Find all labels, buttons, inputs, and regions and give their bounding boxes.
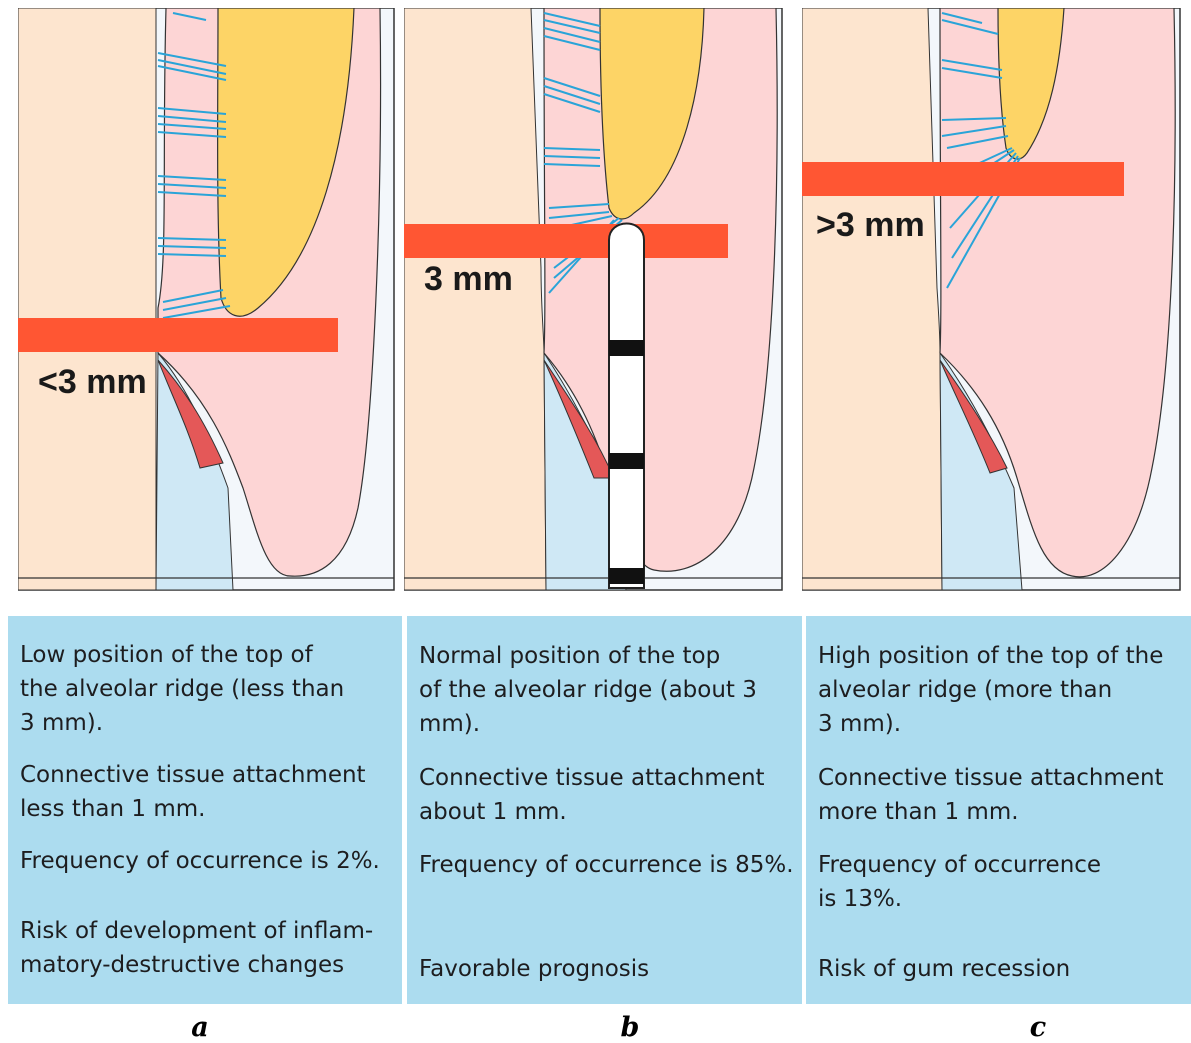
alveolar-bone bbox=[404, 8, 546, 590]
panel-label-a: a bbox=[170, 1012, 230, 1043]
description-position: Normal position of the top of the alveol… bbox=[419, 639, 796, 741]
measurement-band bbox=[802, 162, 1124, 196]
measurement-label: 3 mm bbox=[424, 260, 513, 298]
periodontal-probe bbox=[609, 224, 644, 589]
info-box-b: Normal position of the top of the alveol… bbox=[407, 616, 802, 1004]
description-attachment: Connective tissue attachment about 1 mm. bbox=[419, 761, 796, 829]
description-prognosis: Favorable prognosis bbox=[419, 952, 796, 986]
description-attachment: Connective tissue attachment less than 1… bbox=[20, 758, 396, 826]
description-prognosis: Risk of gum recession bbox=[818, 952, 1185, 986]
alveolar-bone bbox=[802, 8, 942, 590]
measurement-label: <3 mm bbox=[38, 363, 147, 401]
description-frequency: Frequency of occurrence is 85%. bbox=[419, 848, 796, 882]
diagram-panel-b: 3 mm bbox=[404, 8, 784, 592]
panel-label-c: c bbox=[1008, 1012, 1068, 1043]
info-box-a: Low position of the top of the alveolar … bbox=[8, 616, 402, 1004]
measurement-label: >3 mm bbox=[816, 206, 925, 244]
info-box-c: High position of the top of the alveolar… bbox=[806, 616, 1191, 1004]
measurement-band bbox=[404, 224, 728, 258]
description-attachment: Connective tissue attachment more than 1… bbox=[818, 761, 1185, 829]
alveolar-bone bbox=[18, 8, 156, 590]
description-prognosis: Risk of development of inflam- matory-de… bbox=[20, 914, 396, 982]
panel-label-b: b bbox=[600, 1012, 660, 1043]
description-position: Low position of the top of the alveolar … bbox=[20, 638, 396, 740]
description-frequency: Frequency of occurrence is 13%. bbox=[818, 848, 1185, 916]
diagram-panel-a: <3 mm bbox=[18, 8, 396, 592]
description-position: High position of the top of the alveolar… bbox=[818, 639, 1185, 741]
description-frequency: Frequency of occurrence is 2%. bbox=[20, 844, 396, 878]
diagram-panel-c: >3 mm bbox=[802, 8, 1182, 592]
measurement-band bbox=[18, 318, 338, 352]
